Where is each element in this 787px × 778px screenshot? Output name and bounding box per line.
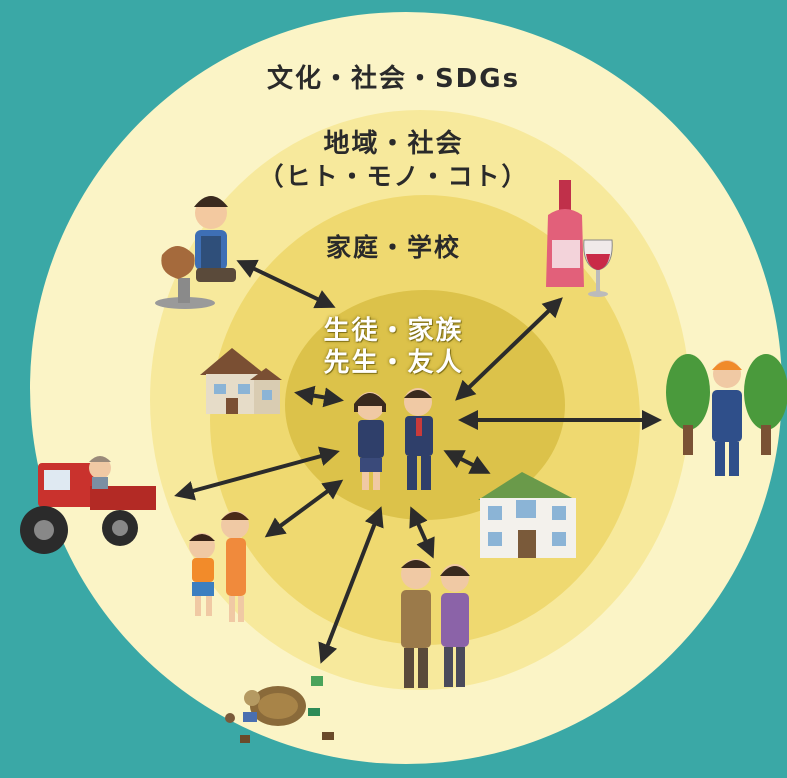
potter-icon — [155, 196, 236, 309]
forest-ranger-icon — [666, 354, 787, 476]
wine-bottle-glass-icon — [546, 180, 613, 297]
arrow-school — [443, 450, 491, 474]
arrow-children — [264, 479, 344, 538]
core-label-1: 生徒・家族 — [323, 316, 464, 346]
arrow-potter — [236, 259, 336, 309]
tractor-farmer-icon — [20, 456, 156, 554]
arrow-elderly — [409, 506, 435, 559]
arrow-wine — [455, 297, 563, 401]
elderly-couple-icon — [401, 559, 470, 688]
middle-ring-label-1: 地域・社会 — [323, 129, 464, 159]
arrow-house — [294, 385, 344, 408]
outer-ring-label: 文化・社会・SDGs — [266, 64, 521, 94]
arrow-litter — [318, 506, 384, 664]
house-icon — [200, 348, 282, 414]
school-building-icon — [478, 472, 576, 558]
children-icon — [189, 511, 249, 622]
students-icon — [354, 388, 433, 490]
core-label-2: 先生・友人 — [323, 348, 464, 378]
middle-ring-label-2: （ヒト・モノ・コト） — [258, 162, 529, 191]
inner-ring-label: 家庭・学校 — [325, 233, 461, 262]
arrow-tractor — [174, 446, 340, 501]
litter-turtle-icon — [225, 676, 334, 743]
